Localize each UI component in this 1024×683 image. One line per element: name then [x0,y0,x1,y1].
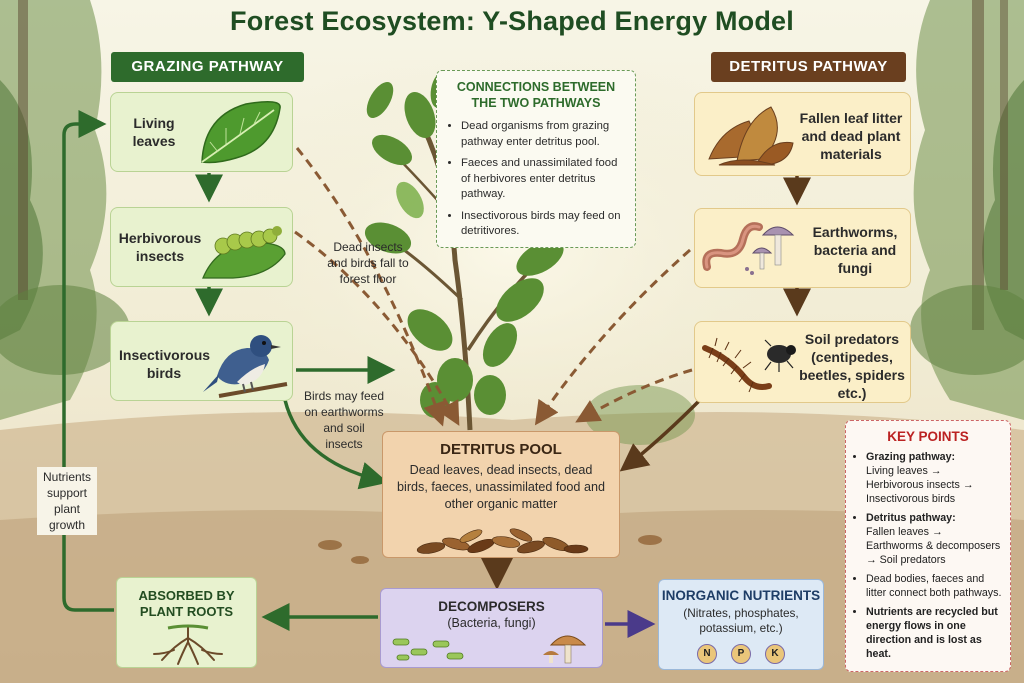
earthworms-box: Earthworms, bacteria and fungi [694,208,911,288]
arrow-birds-to-pool [283,399,389,490]
detritus-pool-title: DETRITUS POOL [440,441,562,458]
key-point-text: Fallen leaves → Earthworms & decomposers… [866,526,1001,566]
key-point-item: Grazing pathway: Living leaves → Herbivor… [866,450,1002,506]
arrow-litter-to-pool [534,248,691,426]
leaf-icon [201,101,281,164]
plant-roots-box: ABSORBED BY PLANT ROOTS [116,577,257,668]
leaf-litter-label: Fallen leaf litter and dead plant materi… [799,110,903,162]
living-leaves-label: Living leaves [132,115,176,149]
birds-feed-annotation: Birds may feed on earthworms and soil in… [303,389,385,451]
connection-item: Insectivorous birds may feed on detritiv… [461,209,625,240]
connections-box: CONNECTIONS BETWEEN THE TWO PATHWAYS Dea… [436,70,636,248]
key-point-heading: Grazing pathway: [866,451,956,463]
roots-icon [153,624,223,665]
key-point-heading: Detritus pathway: [866,512,956,524]
arrow-predators-to-pool [619,398,702,472]
leaf-pile-icon [416,528,589,554]
key-points-list: Grazing pathway: Living leaves → Herbivor… [854,450,1002,661]
detritus-pool-box: DETRITUS POOL Dead leaves, dead insects,… [382,431,620,558]
caterpillar-icon [202,226,286,279]
inorganic-nutrients-title: INORGANIC NUTRIENTS [661,588,821,603]
connections-title: CONNECTIONS BETWEEN THE TWO PATHWAYS [456,80,616,110]
plant-roots-title: ABSORBED BY PLANT ROOTS [138,588,235,619]
herbivorous-insects-box: Herbivorous insects [110,207,293,287]
earthworm-mushroom-icon [702,222,795,275]
inorganic-nutrients-text: (Nitrates, phosphates, potassium, etc.) [683,606,799,635]
key-point-text: Nutrients are recycled but energy flows … [866,606,998,660]
arrow-roots-to-leaves [62,110,114,612]
key-points-title: KEY POINTS [887,429,969,444]
detritus-pool-text: Dead leaves, dead insects, dead birds, f… [397,463,605,511]
centipede-beetle-icon [702,337,796,393]
dead-insects-annotation: Dead insects and birds fall to forest fl… [327,240,409,286]
grazing-pathway-header: GRAZING PATHWAY [111,52,304,82]
key-points-box: KEY POINTS Grazing pathway: Living leaves… [845,420,1011,672]
insectivorous-birds-box: Insectivorous birds [110,321,293,401]
soil-predators-label: Soil predators (centipedes, beetles, spi… [799,331,905,401]
living-leaves-box: Living leaves [110,92,293,172]
detritus-pathway-header: DETRITUS PATHWAY [711,52,906,82]
bacteria-icon [392,638,464,661]
potassium-chip: K [765,644,785,664]
decomposers-title: DECOMPOSERS [438,599,545,614]
bird-icon [203,335,288,398]
inorganic-nutrients-box: INORGANIC NUTRIENTS (Nitrates, phosphate… [658,579,824,670]
herbivorous-insects-label: Herbivorous insects [118,230,202,264]
earthworms-label: Earthworms, bacteria and fungi [812,224,898,276]
insectivorous-birds-label: Insectivorous birds [119,347,211,381]
key-point-text: Living leaves → Herbivorous insects → In… [866,465,974,505]
key-point-item: Nutrients are recycled but energy flows … [866,605,1002,661]
soil-predators-box: Soil predators (centipedes, beetles, spi… [694,321,911,403]
arrow-birds-to-pool-dashed [294,230,460,426]
decomposers-text: (Bacteria, fungi) [447,616,536,630]
decomposers-box: DECOMPOSERS (Bacteria, fungi) [380,588,603,668]
connections-list: Dead organisms from grazing pathway ente… [447,119,625,240]
key-point-item: Detritus pathway: Fallen leaves → Earthwo… [866,511,1002,567]
leaf-litter-box: Fallen leaf litter and dead plant materi… [694,92,911,176]
connection-item: Faeces and unassimilated food of herbivo… [461,156,625,203]
page-title: Forest Ecosystem: Y-Shaped Energy Model [230,6,794,36]
phosphorus-chip: P [731,644,751,664]
key-point-item: Dead bodies, faeces and litter connect b… [866,572,1002,600]
arrow-earthworms-to-pool [575,368,693,423]
mushroom-icon [543,635,587,664]
nitrogen-chip: N [697,644,717,664]
connection-item: Dead organisms from grazing pathway ente… [461,119,625,150]
arrow-dead-to-pool [295,147,447,427]
leaf-litter-icon [708,106,794,166]
key-point-text: Dead bodies, faeces and litter connect b… [866,573,1002,599]
nutrients-annotation: Nutrients support plant growth [37,467,97,535]
